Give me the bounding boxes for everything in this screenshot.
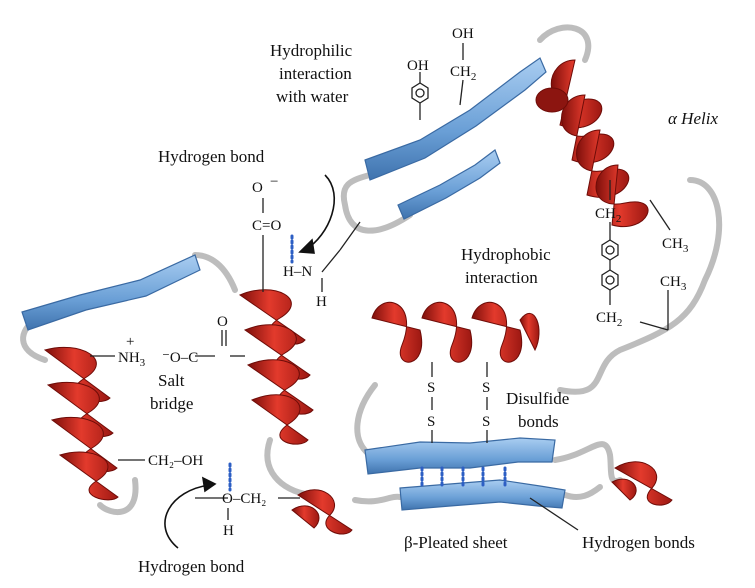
chem-o-minus: O: [252, 180, 263, 196]
chem-oh-top: OH: [452, 26, 474, 42]
helix-left: [43, 346, 119, 501]
arrows: [164, 174, 335, 549]
hbond-dots: [228, 234, 507, 492]
chem-oh-phenol: OH: [407, 58, 429, 74]
arrow-hbond-top: [304, 174, 335, 251]
label-disulfide-2: bonds: [518, 412, 559, 431]
chem-h-n: H–N: [283, 264, 312, 280]
chem-o-carbox: O: [217, 314, 228, 330]
label-salt-bridge-1: Salt: [158, 371, 185, 390]
chem-ch2-hp2: CH2: [596, 310, 622, 329]
chem-s4: S: [482, 414, 490, 430]
helix-middle: [238, 289, 314, 445]
strand-top-2: [397, 149, 501, 220]
chem-nh3: NH3: [118, 350, 146, 369]
label-salt-bridge-2: bridge: [150, 394, 193, 413]
label-hydrogen-bonds: Hydrogen bonds: [582, 533, 695, 552]
label-beta-sheet: β-Pleated sheet: [404, 533, 508, 552]
chem-c-eq-o: C=O: [252, 218, 281, 234]
arrow-hbond-bottom: [164, 484, 211, 549]
label-disulfide-1: Disulfide: [506, 389, 569, 408]
chem-s2: S: [427, 414, 435, 430]
label-hydrophobic-1: Hydrophobic: [461, 245, 551, 264]
beta-strands: [21, 57, 566, 511]
chem-o-ch2: O–CH₂: [222, 491, 266, 507]
chem-carbox: ⁻O–C: [162, 350, 198, 366]
label-hydrogen-bond-top: Hydrogen bond: [158, 147, 265, 166]
label-hydrophobic-2: interaction: [465, 268, 538, 287]
label-hydrophilic-3: with water: [276, 87, 349, 106]
label-hydrophilic-2: interaction: [279, 64, 352, 83]
chem-s1: S: [427, 380, 435, 396]
sheet-upper: [364, 437, 556, 475]
chem-ch3-hp2: CH3: [660, 274, 687, 293]
chem-o-minus-sign: −: [270, 174, 278, 190]
helix-small-bottom: [291, 489, 353, 535]
chem-h-bottom: H: [316, 294, 327, 310]
strand-top-1: [364, 57, 547, 181]
label-hydrophilic-1: Hydrophilic: [270, 41, 353, 60]
backbone-chain: [20, 24, 723, 516]
helix-small-right: [611, 461, 673, 506]
chemical-labels: OH CH2 OH O − C=O H–N H CH2 CH3 CH3 CH2 …: [118, 26, 689, 539]
label-hydrogen-bond-bottom: Hydrogen bond: [138, 557, 245, 576]
chem-ch3-hp1: CH3: [662, 236, 689, 255]
annotation-labels: Hydrophilic interaction with water α Hel…: [138, 41, 718, 576]
chem-ch2-hp1: CH2: [595, 206, 621, 225]
chem-s3: S: [482, 380, 490, 396]
bond-lines: [90, 43, 671, 531]
helix-disulfide: [371, 301, 540, 363]
alpha-helices: [43, 59, 673, 535]
chem-ch2oh: CH₂–OH: [148, 453, 203, 469]
helix-top-right: [535, 59, 649, 228]
chem-plus: +: [126, 334, 134, 350]
chem-ch2-top: CH2: [450, 64, 476, 83]
chem-h-oh: H: [223, 523, 234, 539]
strand-left-top: [21, 254, 201, 331]
label-alpha-helix: α Helix: [668, 109, 718, 128]
